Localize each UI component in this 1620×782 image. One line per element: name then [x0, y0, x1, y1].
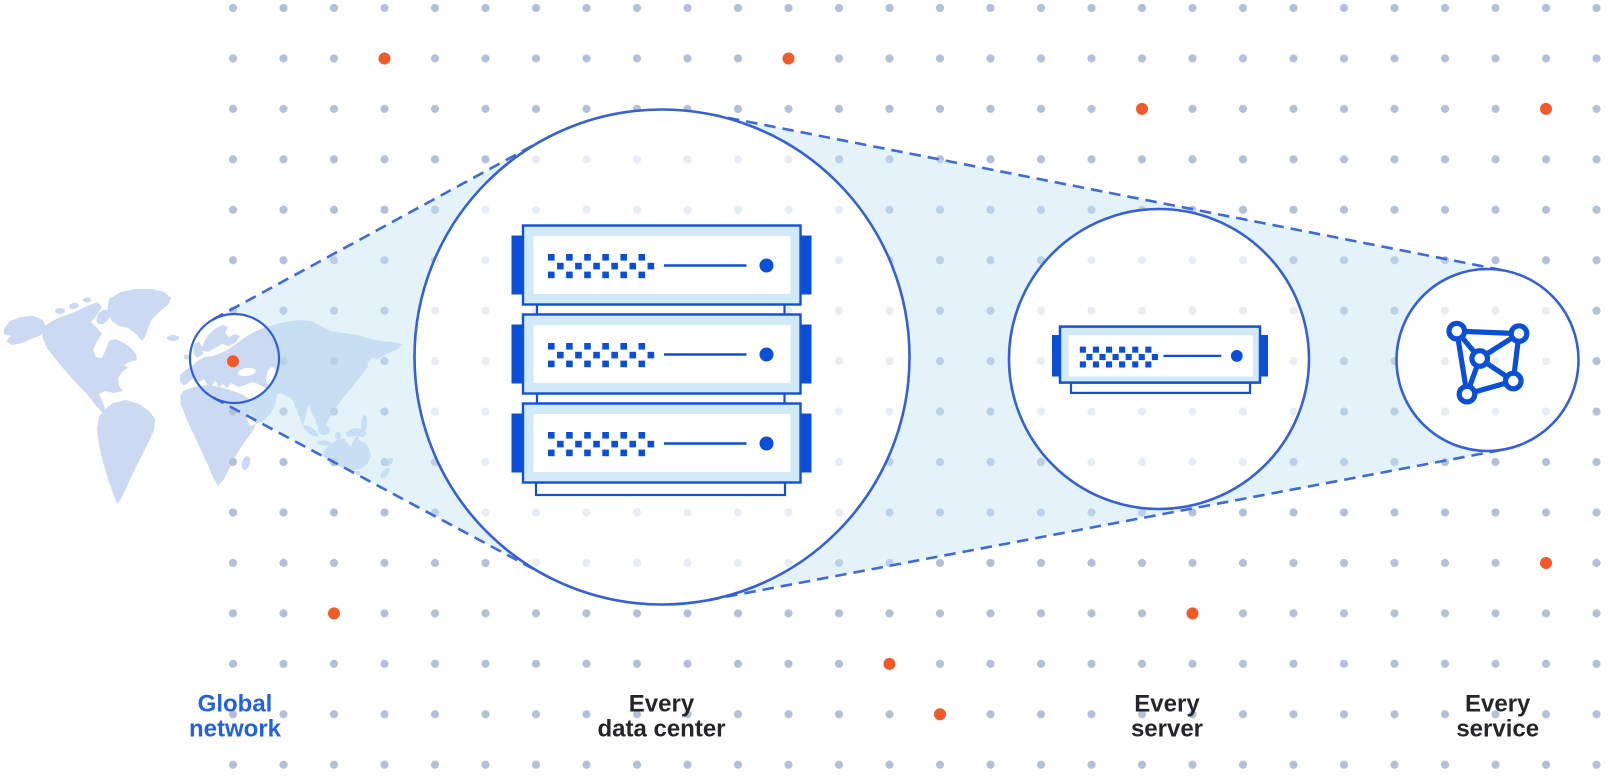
svg-text:Every: Every — [1465, 691, 1531, 718]
svg-text:Global: Global — [198, 691, 273, 718]
svg-text:Every: Every — [1134, 691, 1200, 718]
svg-text:service: service — [1456, 716, 1539, 743]
svg-text:network: network — [189, 716, 282, 743]
svg-text:Every: Every — [629, 691, 695, 718]
svg-text:server: server — [1131, 716, 1203, 743]
svg-text:data center: data center — [597, 716, 725, 743]
